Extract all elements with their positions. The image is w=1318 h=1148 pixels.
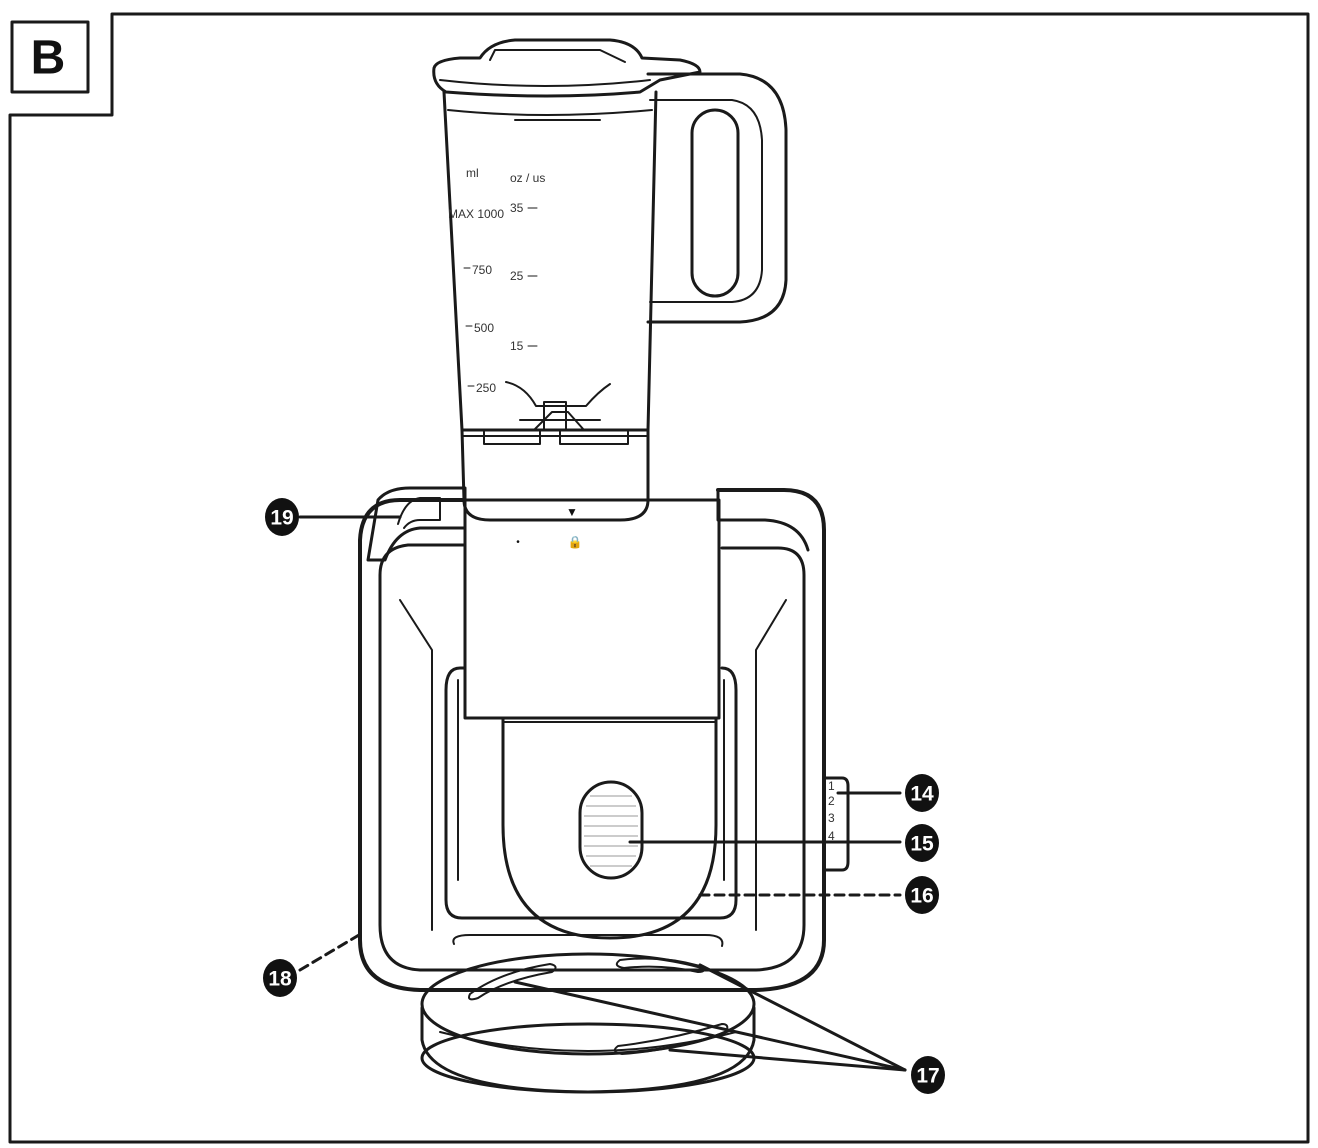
svg-text:35: 35 [510,201,524,215]
svg-text:750: 750 [472,263,492,277]
speed-indicator-lines [584,795,638,867]
callout-leaders [298,515,907,1072]
svg-text:2: 2 [828,794,835,808]
callout-15: 15 [905,824,939,862]
callout-14: 14 [905,774,939,812]
svg-text:18: 18 [268,968,292,991]
svg-text:MAX 1000: MAX 1000 [448,207,504,221]
svg-text:3: 3 [828,811,835,825]
jug-body [442,90,658,432]
svg-text:1: 1 [828,779,835,793]
blade-assembly [505,381,611,431]
svg-text:oz / us: oz / us [510,171,545,185]
base-pedestal [420,934,756,1094]
motor-block [463,498,721,720]
jug-lid [432,38,702,98]
callout-16: 16 [905,876,939,914]
motor-housing [501,716,718,940]
svg-text:ml: ml [466,166,479,180]
jug-collar [460,428,650,522]
svg-text:19: 19 [270,507,293,530]
callout-19: 19 [265,498,299,536]
callout-18: 18 [263,959,297,997]
callout-17: 17 [911,1056,945,1094]
leader-17b [698,963,907,1072]
svg-text:14: 14 [910,783,934,806]
svg-text:500: 500 [474,321,494,335]
suction-slot-3 [613,1023,729,1055]
leader-17a [513,980,907,1072]
svg-text:16: 16 [910,885,933,908]
figure-letter: B [31,32,66,85]
leader-18 [298,930,366,972]
svg-text:15: 15 [510,339,524,353]
svg-text:4: 4 [828,829,835,843]
speed-knob: 1 2 3 4 [822,776,850,872]
jug-handle [646,72,788,324]
svg-text:25: 25 [510,269,524,283]
svg-text:17: 17 [916,1065,939,1088]
motor-frame [358,486,826,992]
blender-jug: ml oz / us MAX 1000 750 500 250 35 25 15 [432,38,788,522]
suction-slot-2 [615,957,705,973]
figure-frame [8,12,1310,1144]
svg-text:250: 250 [476,381,496,395]
lock-arrow: ▼ [566,505,578,519]
leader-17c [668,1048,907,1072]
svg-text:15: 15 [910,833,934,856]
figure-letter-box [10,20,90,94]
jug-scale: ml oz / us MAX 1000 750 500 250 35 25 15 [448,166,545,395]
speed-indicator [578,780,644,880]
lock-symbol: 🔒 [568,535,583,549]
unlock-symbol: • [516,537,520,548]
suction-slot-1 [468,963,557,1001]
